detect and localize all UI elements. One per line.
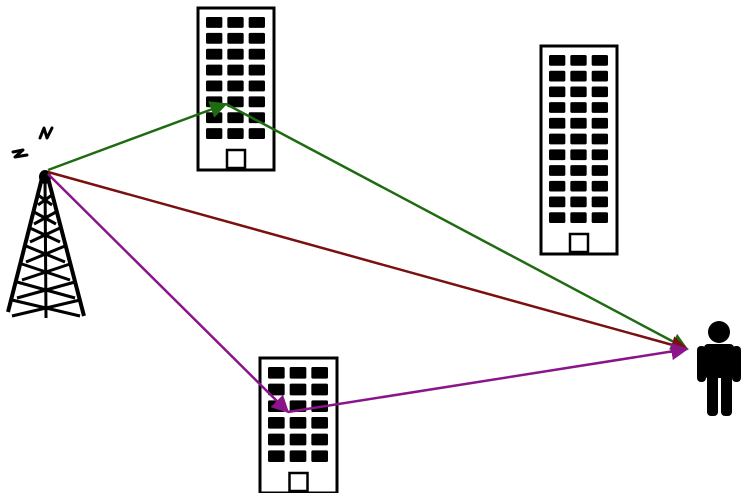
- cell-tower-icon: [6, 126, 86, 319]
- signal-path-direct: [47, 170, 689, 354]
- building-icon: [539, 44, 619, 256]
- signal-path-reflect-top: [47, 101, 689, 351]
- signal-path-reflect-bottom: [47, 173, 689, 414]
- building-icon: [196, 6, 276, 172]
- building-icon: [258, 356, 339, 493]
- person-icon: [697, 321, 741, 416]
